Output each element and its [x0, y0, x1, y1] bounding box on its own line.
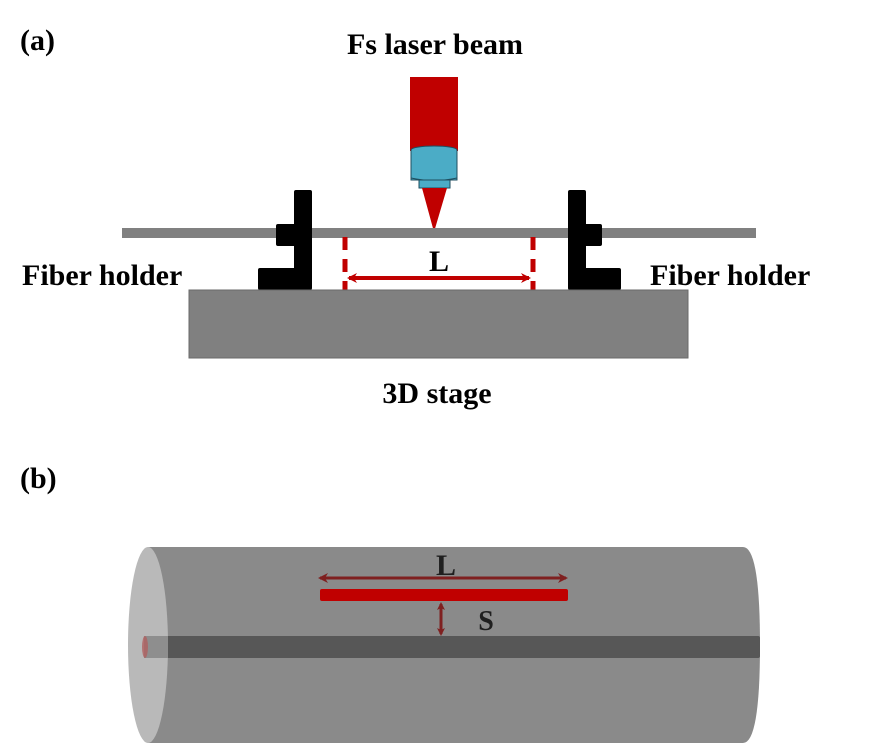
core-end	[144, 636, 168, 658]
stage-label: 3D stage	[382, 377, 491, 410]
laser-beam-body	[410, 77, 458, 151]
laser-focus-cone	[422, 188, 447, 232]
fiber-core	[148, 636, 760, 658]
length-label-a: L	[429, 245, 449, 278]
objective-lens	[410, 145, 458, 189]
inscribed-waveguide	[320, 589, 568, 601]
optical-fiber	[122, 228, 756, 238]
spacing-label: S	[478, 606, 494, 637]
laser-label: Fs laser beam	[347, 28, 523, 61]
right-holder-label: Fiber holder	[650, 259, 810, 292]
core-end-face	[142, 636, 148, 658]
right-fiber-holder	[568, 190, 621, 290]
length-label-b: L	[436, 549, 456, 582]
fiber-cylinder	[128, 547, 760, 743]
panel-a-label: (a)	[20, 24, 55, 57]
left-holder-label: Fiber holder	[22, 259, 182, 292]
left-fiber-holder	[258, 190, 312, 290]
panel-b-label: (b)	[20, 462, 57, 495]
3d-stage	[188, 289, 689, 359]
laser-beam	[410, 77, 458, 232]
